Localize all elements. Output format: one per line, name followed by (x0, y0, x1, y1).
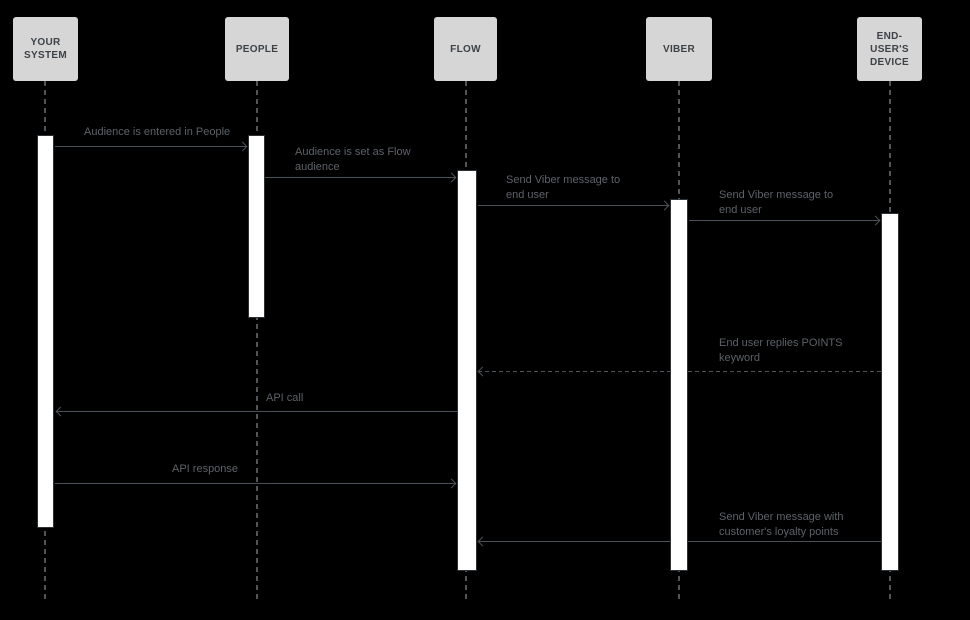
arrowhead-left-5 (477, 366, 488, 377)
message-label-2: Audience is set as Flow audience (295, 146, 411, 173)
activation-bar-end-users-device (881, 213, 899, 571)
arrowhead-left-8 (477, 536, 488, 547)
message-line-6 (56, 411, 457, 412)
activation-bar-your-system (37, 135, 54, 528)
actor-label-end-users-device: END-USER'S DEVICE (869, 30, 910, 68)
message-label-7: API response (172, 463, 239, 475)
actor-label-your-system: YOUR SYSTEM (24, 37, 67, 61)
actor-box-your-system: YOUR SYSTEM (13, 17, 78, 81)
message-label-6: API call (266, 392, 304, 404)
actor-label-viber: VIBER (662, 43, 696, 55)
arrowhead-right-3 (659, 200, 670, 211)
arrowhead-right-2 (446, 172, 457, 183)
actor-box-flow: FLOW (434, 17, 497, 81)
arrowhead-right-4 (870, 215, 881, 226)
actor-box-viber: VIBER (646, 17, 712, 81)
message-line-7 (55, 483, 456, 484)
message-line-2 (265, 177, 456, 178)
lifeline-people (256, 81, 258, 600)
message-label-3: Send Viber message to end user (506, 174, 621, 201)
message-line-3 (478, 205, 669, 206)
arrowhead-left-6 (55, 406, 66, 417)
message-label-5: End user replies POINTS keyword (719, 337, 843, 364)
activation-bar-viber (670, 199, 688, 571)
actor-box-end-users-device: END-USER'S DEVICE (857, 17, 922, 81)
actor-box-people: PEOPLE (225, 17, 289, 81)
message-label-1: Audience is entered in People (84, 126, 231, 138)
actor-label-people: PEOPLE (235, 43, 279, 55)
arrowhead-right-7 (446, 478, 457, 489)
message-label-4: Send Viber message to end user (719, 189, 834, 216)
actor-label-flow: FLOW (450, 43, 481, 55)
message-line-1 (55, 146, 247, 147)
arrowhead-right-1 (237, 141, 248, 152)
activation-bar-people (248, 135, 265, 318)
message-line-4 (689, 220, 880, 221)
activation-bar-flow (457, 170, 477, 571)
message-label-8: Send Viber message with customer's loyal… (719, 511, 844, 538)
